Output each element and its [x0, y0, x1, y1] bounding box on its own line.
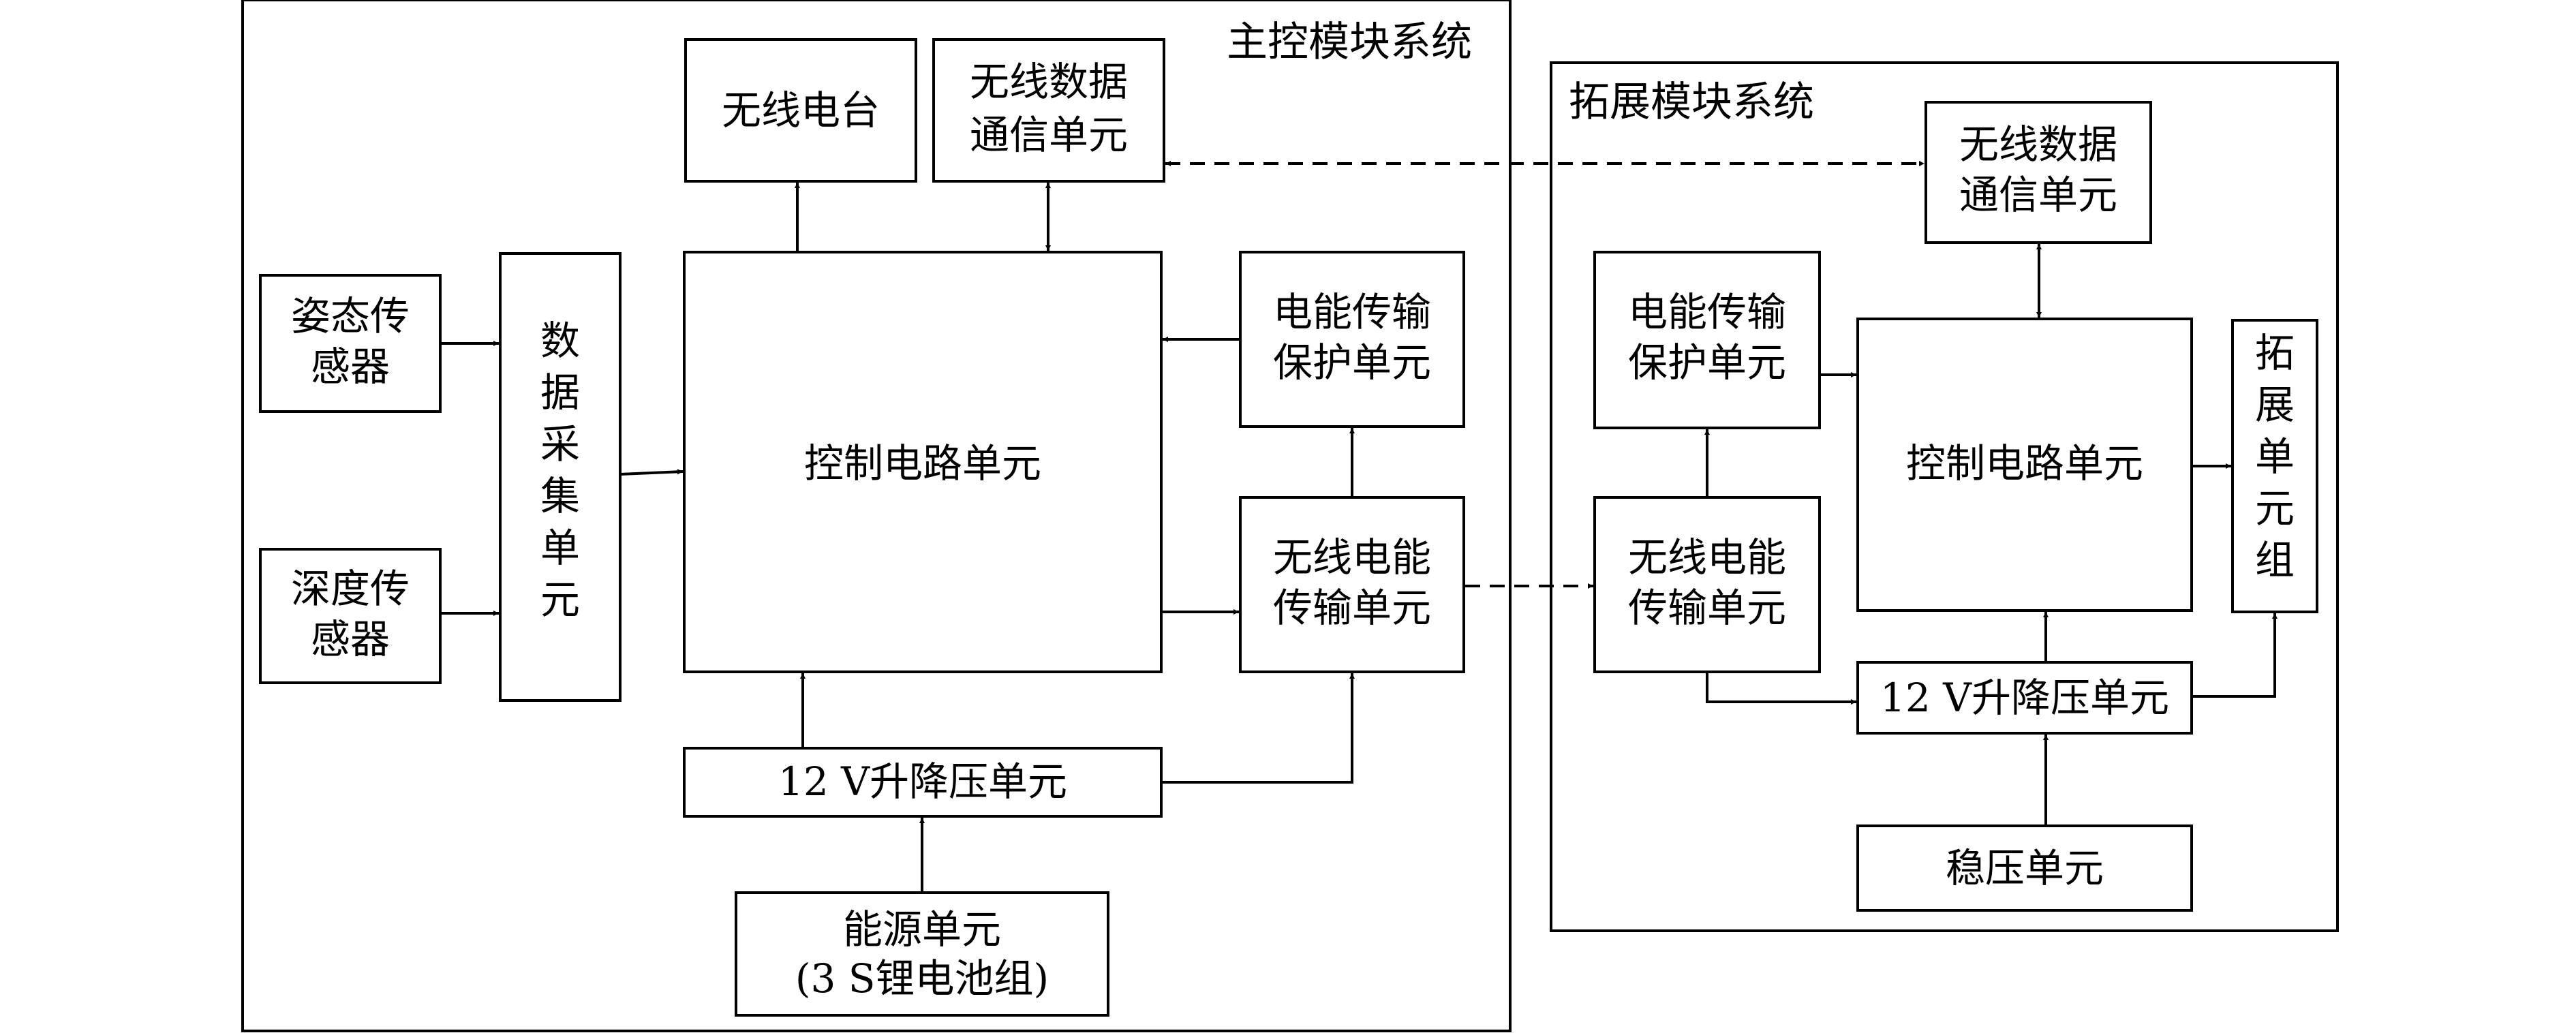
- data-acquisition-char: 元: [540, 576, 580, 623]
- regulator-box: 稳压单元: [1856, 824, 2193, 912]
- main-wireless-data-comm-line1: 无线数据: [970, 59, 1128, 105]
- depth-sensor-box: 深度传 感器: [259, 548, 442, 684]
- main-wireless-data-comm-box: 无线数据 通信单元: [932, 38, 1165, 183]
- exp-control-circuit-box: 控制电路单元: [1856, 318, 2193, 612]
- exp-wireless-data-comm-line1: 无线数据: [1959, 121, 2117, 168]
- main-wireless-data-comm-line2: 通信单元: [970, 112, 1128, 158]
- main-wireless-power-line1: 无线电能: [1273, 534, 1431, 581]
- depth-sensor-line1: 深度传: [291, 566, 410, 612]
- expansion-system: 拓展模块系统 无线数据 通信单元 电能传输 保护单元 控制电路单元 拓 展 单 …: [1550, 61, 2339, 932]
- exp-wireless-data-comm-box: 无线数据 通信单元: [1925, 101, 2152, 244]
- data-acquisition-char: 数: [540, 318, 580, 364]
- arrow-buck-boost-to-wireless-power: [1161, 673, 1355, 784]
- data-acquisition-char: 据: [540, 369, 580, 416]
- main-power-protection-box: 电能传输 保护单元: [1239, 251, 1465, 428]
- main-power-protection-line1: 电能传输: [1273, 289, 1431, 335]
- data-acquisition-char: 单: [540, 525, 580, 571]
- expansion-group-char: 元: [2255, 485, 2295, 531]
- energy-unit-line2: (3 S锂电池组): [795, 955, 1049, 1002]
- radio-box: 无线电台: [684, 38, 917, 183]
- exp-wireless-data-comm-line2: 通信单元: [1959, 172, 2117, 218]
- expansion-group-box: 拓 展 单 元 组: [2231, 319, 2318, 613]
- exp-control-circuit-label: 控制电路单元: [1906, 440, 2143, 487]
- exp-wireless-power-line1: 无线电能: [1628, 534, 1786, 581]
- energy-unit-line1: 能源单元: [843, 906, 1001, 953]
- expansion-group-char: 组: [2255, 537, 2295, 583]
- exp-power-protection-line2: 保护单元: [1628, 339, 1786, 386]
- arrow-acquisition-to-control: [619, 469, 684, 476]
- radio-label: 无线电台: [722, 87, 880, 134]
- depth-sensor-line2: 感器: [311, 616, 390, 662]
- regulator-label: 稳压单元: [1946, 845, 2104, 891]
- main-power-protection-line2: 保护单元: [1273, 339, 1431, 386]
- expansion-group-char: 展: [2255, 382, 2295, 428]
- main-system-title: 主控模块系统: [1227, 18, 1472, 66]
- main-control-system: 主控模块系统 无线电台 无线数据 通信单元 姿态传 感器 深度传 感器 数 据 …: [241, 0, 1512, 1032]
- exp-wireless-power-line2: 传输单元: [1628, 585, 1786, 631]
- data-acquisition-box: 数 据 采 集 单 元: [499, 252, 622, 702]
- main-wireless-power-line2: 传输单元: [1273, 585, 1431, 631]
- arrow-exp-wireless-power-to-buck-boost: [1706, 672, 1856, 705]
- exp-buck-boost-box: 12 V升降压单元: [1856, 661, 2193, 735]
- energy-unit-box: 能源单元 (3 S锂电池组): [735, 891, 1109, 1017]
- expansion-system-frame: [1550, 61, 2339, 932]
- main-control-circuit-box: 控制电路单元: [683, 251, 1163, 673]
- expansion-group-char: 拓: [2255, 330, 2295, 376]
- main-control-circuit-label: 控制电路单元: [804, 440, 1041, 487]
- arrow-exp-buck-boost-to-group: [2192, 613, 2278, 698]
- expansion-system-title: 拓展模块系统: [1569, 78, 1814, 126]
- attitude-sensor-line1: 姿态传: [291, 293, 410, 339]
- attitude-sensor-line2: 感器: [311, 343, 390, 390]
- exp-buck-boost-label: 12 V升降压单元: [1880, 675, 2169, 721]
- main-wireless-power-box: 无线电能 传输单元: [1239, 496, 1465, 673]
- data-acquisition-char: 采: [540, 421, 580, 467]
- data-acquisition-char: 集: [540, 473, 580, 519]
- expansion-group-char: 单: [2255, 433, 2295, 480]
- main-buck-boost-box: 12 V升降压单元: [683, 747, 1163, 818]
- exp-wireless-power-box: 无线电能 传输单元: [1593, 496, 1821, 673]
- exp-power-protection-box: 电能传输 保护单元: [1593, 251, 1821, 429]
- attitude-sensor-box: 姿态传 感器: [259, 274, 442, 413]
- main-buck-boost-label: 12 V升降压单元: [778, 758, 1067, 805]
- main-system-frame: [241, 0, 1512, 1032]
- exp-power-protection-line1: 电能传输: [1628, 289, 1786, 335]
